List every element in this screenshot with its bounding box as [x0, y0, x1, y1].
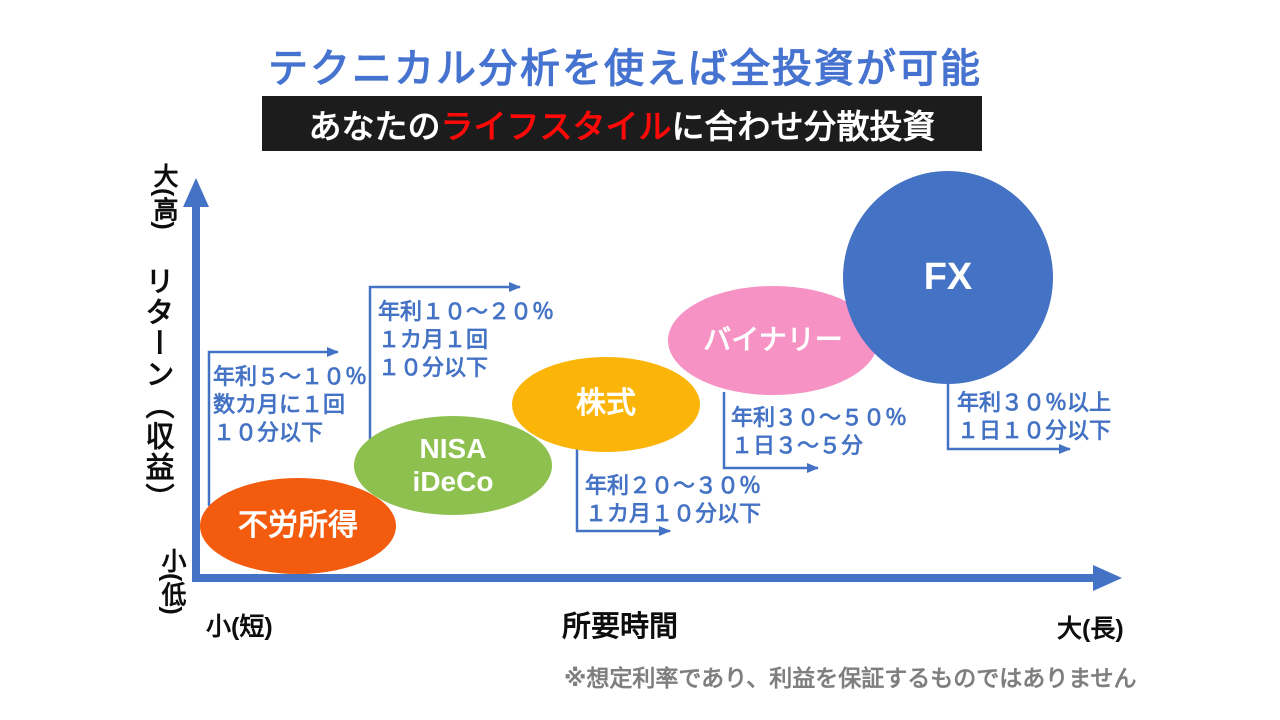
annotation-fx: 年利３０％以上 １日１０分以下: [957, 390, 1112, 443]
connector-arrow-kabushiki: [575, 449, 671, 536]
bubble-fx: FX: [843, 171, 1053, 384]
page-title: テクニカル分析を使えば全投資が可能: [268, 47, 982, 91]
bubble-nisa-ideco: NISA iDeCo: [354, 416, 552, 515]
connector-arrow-furoshotoku: [207, 347, 339, 506]
bubble-nisa-ideco-label: NISA iDeCo: [412, 433, 494, 497]
x-axis-min-label: 小(短): [206, 613, 273, 641]
connector-arrow-fx: [946, 381, 1071, 454]
bubble-binary-label: バイナリー: [703, 324, 843, 356]
subtitle-highlight: ライフスタイル: [440, 107, 672, 145]
annotation-nisa: 年利１０～２０％ １カ月１回 １０分以下: [378, 299, 555, 380]
subtitle-prefix: あなたの: [308, 107, 441, 145]
bubble-furoshotoku-label: 不労所得: [238, 508, 358, 542]
bubble-kabushiki: 株式: [512, 357, 700, 452]
connector-arrow-binary: [722, 392, 819, 473]
annotation-binary: 年利３０～５０％ １日３～５分: [731, 405, 908, 458]
y-axis-min-label: 小(低): [158, 548, 186, 615]
x-axis-title: 所要時間: [562, 611, 679, 643]
x-axis-arrowhead-icon: [1093, 565, 1122, 591]
subtitle-banner: あなたのライフスタイルに合わせ分散投資: [262, 96, 982, 151]
annotation-kabushiki: 年利２０～３０％ １カ月１０分以下: [585, 473, 762, 526]
y-axis-arrowhead-icon: [183, 178, 209, 207]
x-axis-max-label: 大(長): [1057, 615, 1124, 643]
annotation-furoshotoku: 年利５～１０％ 数カ月に１回 １０分以下: [213, 364, 368, 445]
y-axis-max-label: 大(高): [150, 163, 178, 230]
bubble-kabushiki-label: 株式: [576, 387, 636, 421]
bubble-fx-label: FX: [923, 255, 973, 298]
y-axis-title: リターン（収益）: [141, 266, 173, 514]
subtitle-suffix: に合わせ分散投資: [671, 107, 936, 145]
disclaimer-note: ※想定利率であり、利益を保証するものではありません: [564, 665, 1137, 691]
bubble-furoshotoku: 不労所得: [200, 478, 396, 574]
bubble-binary: バイナリー: [668, 286, 878, 395]
connector-arrow-nisa: [368, 282, 521, 456]
